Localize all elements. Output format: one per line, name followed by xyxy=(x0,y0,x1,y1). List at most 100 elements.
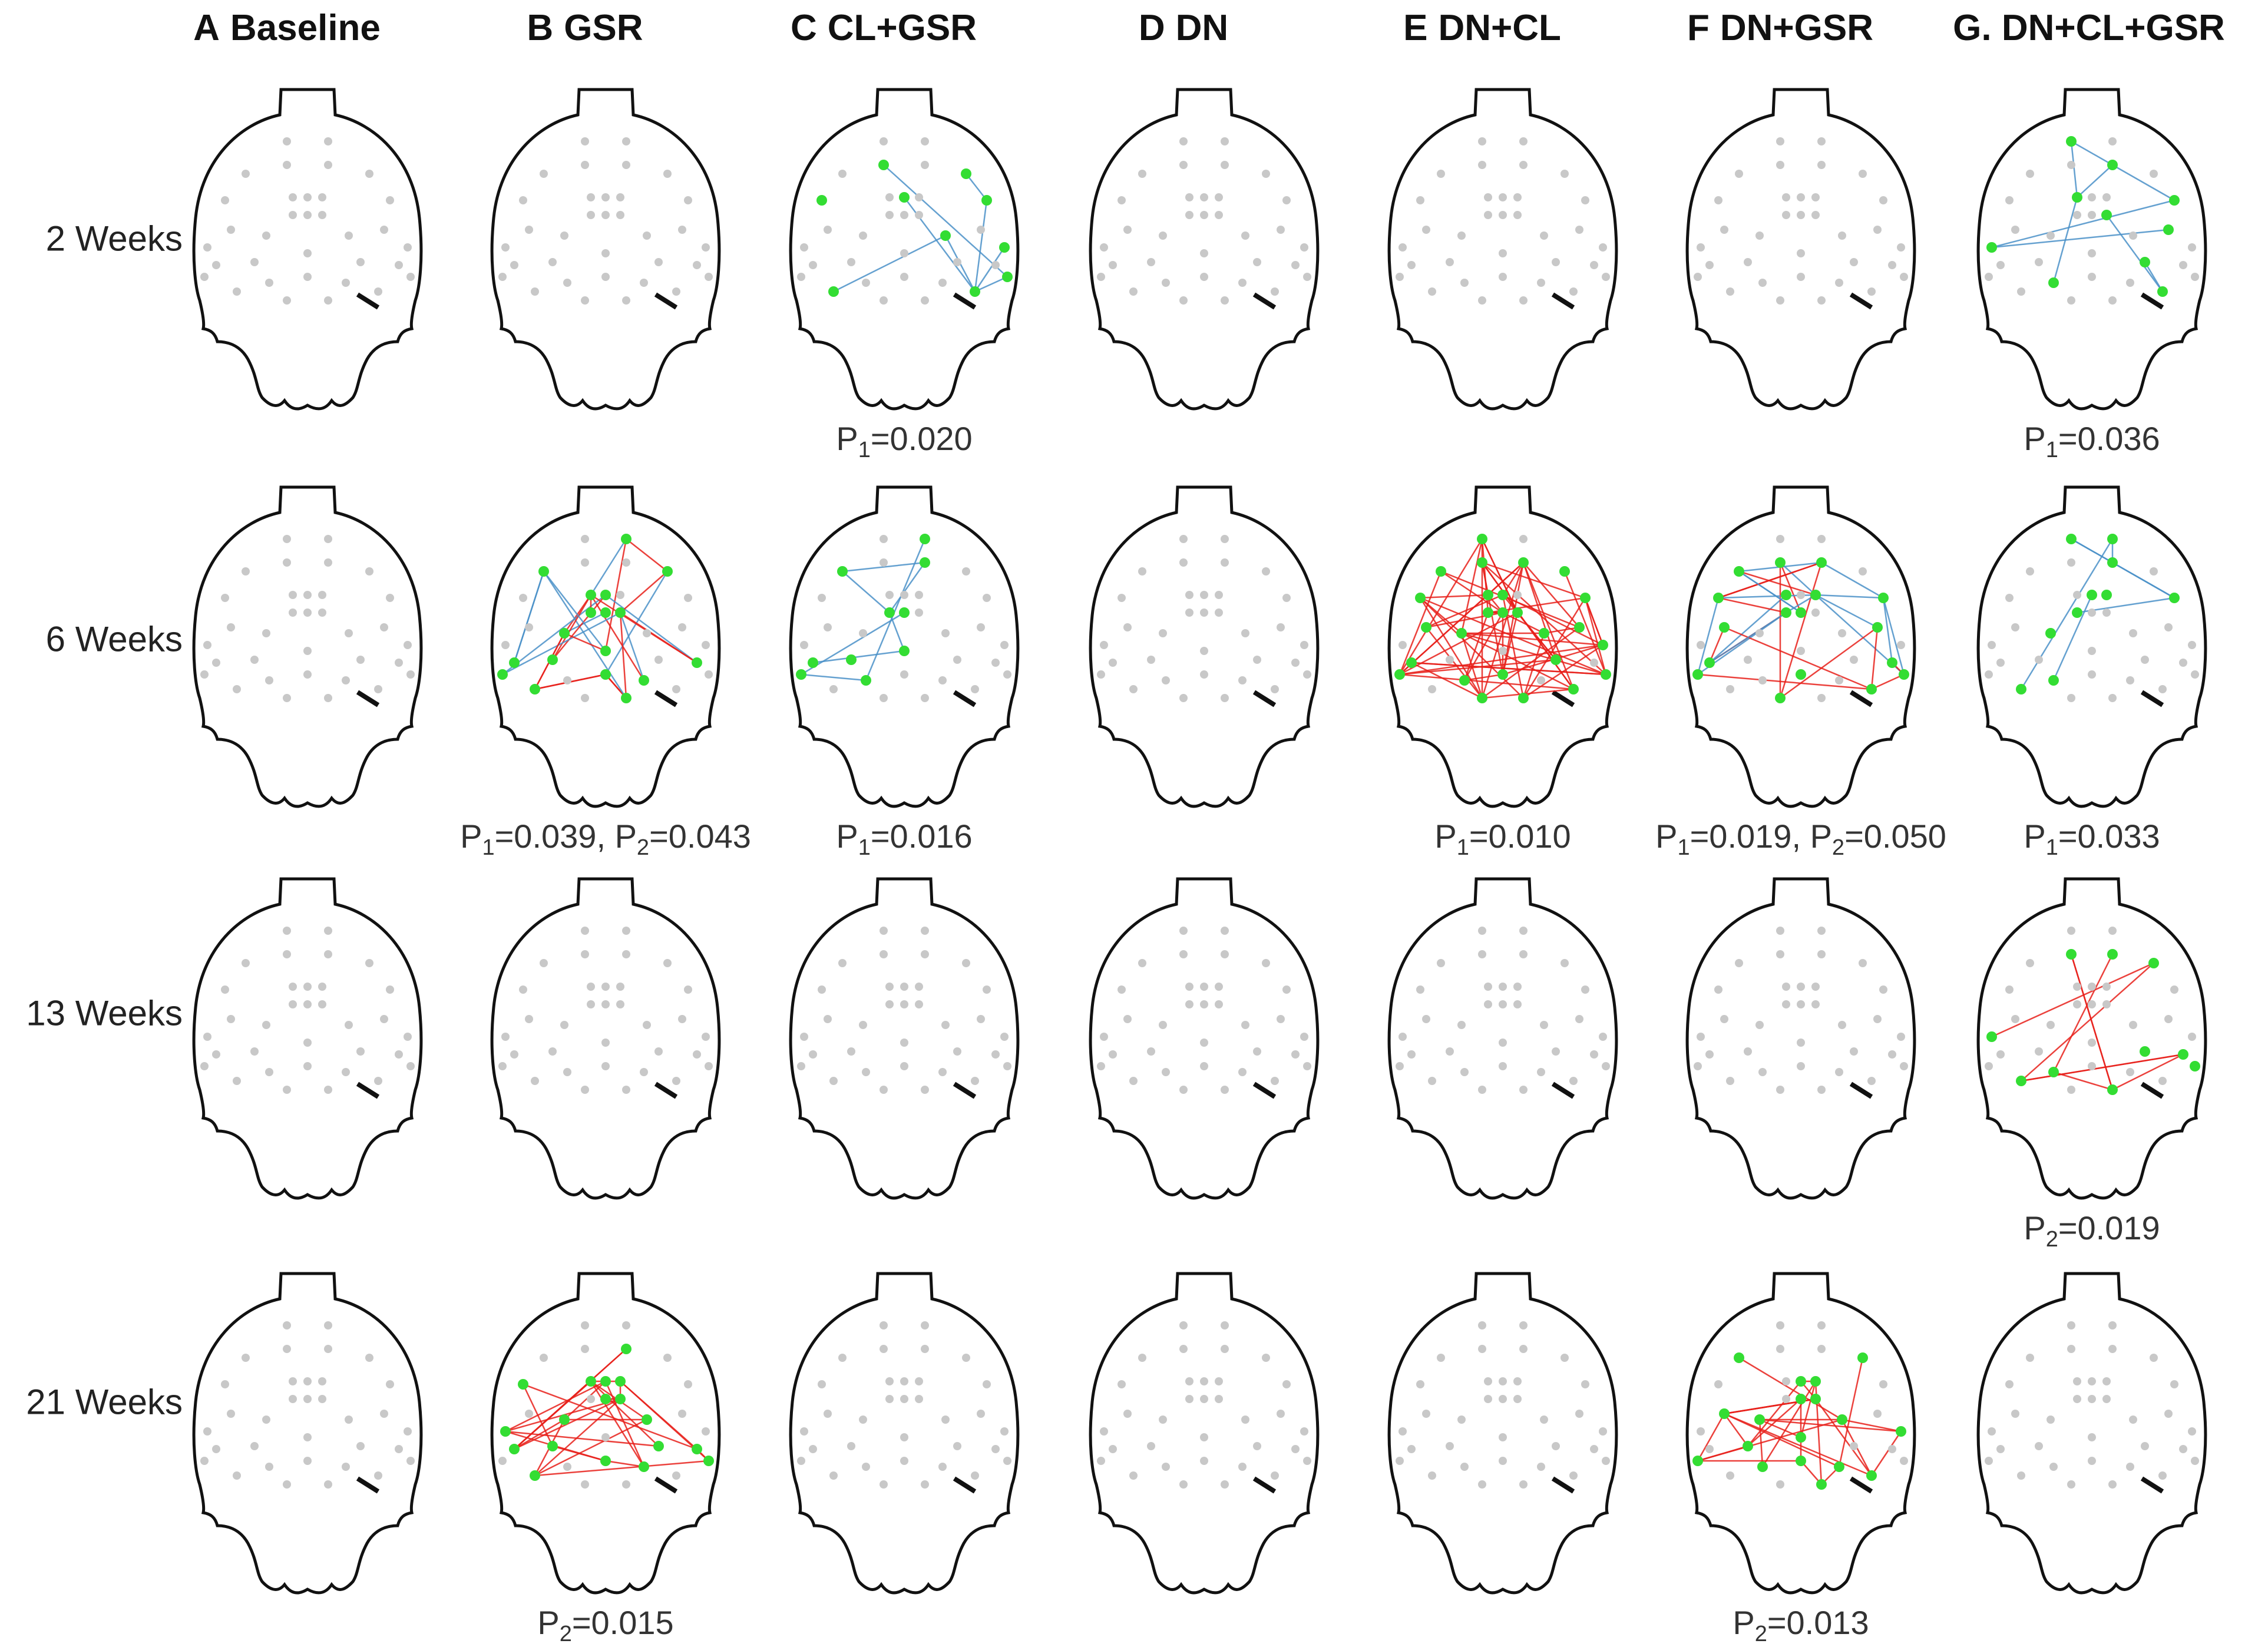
electrode-node xyxy=(1484,1377,1492,1385)
electrode-node xyxy=(1782,983,1790,991)
electrode-node-active xyxy=(1497,590,1508,600)
electrode-node xyxy=(1428,1471,1436,1480)
electrode-node xyxy=(283,137,291,145)
electrode-node xyxy=(1744,1047,1752,1056)
electrode-node xyxy=(1776,950,1784,958)
electrode-node xyxy=(1797,273,1805,281)
brain-outline xyxy=(1976,1272,2207,1595)
electrode-node xyxy=(797,273,805,281)
electrode-node xyxy=(227,623,235,631)
electrode-node xyxy=(587,1000,595,1008)
electrode-node xyxy=(2126,1068,2134,1076)
electrode-node xyxy=(601,1039,610,1047)
brain-map xyxy=(1089,1272,1320,1595)
connectivity-edge xyxy=(1697,1418,1843,1462)
electrode-node-active xyxy=(1796,607,1806,618)
electrode-node-active xyxy=(2107,160,2118,170)
electrode-node xyxy=(501,1033,510,1041)
electrode-node xyxy=(2035,258,2043,266)
electrode-node xyxy=(1817,137,1826,145)
electrode-node xyxy=(1499,647,1507,655)
p-subscript: 1 xyxy=(1456,835,1469,861)
electrode-node xyxy=(498,1457,507,1465)
electrode-node xyxy=(1437,959,1445,967)
electrode-node xyxy=(1303,1457,1311,1465)
electrode-node xyxy=(581,694,589,702)
electrode-node xyxy=(2073,983,2081,991)
connectivity-edge xyxy=(833,234,946,293)
electrode-node xyxy=(581,1086,589,1094)
electrode-node xyxy=(1581,1380,1589,1388)
electrode-node-active xyxy=(970,286,980,297)
electrode-node xyxy=(1200,1000,1208,1008)
p-symbol: P xyxy=(537,1604,560,1641)
electrode-node xyxy=(2129,629,2137,637)
electrode-node xyxy=(1428,287,1436,296)
electrode-node xyxy=(2126,1463,2134,1471)
electrode-node xyxy=(1221,535,1229,543)
connectivity-edge xyxy=(1747,1381,1801,1447)
p-equals: = xyxy=(2058,818,2078,855)
brain-map xyxy=(1089,485,1320,808)
connectivity-edge xyxy=(2021,963,2154,1082)
connectivity-edge xyxy=(1584,597,1607,675)
electrode-node xyxy=(800,243,808,252)
electrode-node xyxy=(1726,1471,1734,1480)
electrode-node xyxy=(587,1395,595,1403)
electrode-node xyxy=(1300,243,1308,252)
electrode-node xyxy=(563,676,571,684)
electrode-node xyxy=(2088,1457,2096,1465)
electrode-node xyxy=(324,950,332,958)
electrode-node xyxy=(915,1395,923,1403)
brain-outline xyxy=(192,877,423,1200)
electrode-node-active xyxy=(2140,257,2150,267)
brain-outline xyxy=(1976,877,2207,1200)
electrode-node xyxy=(1811,193,1820,201)
electrode-node xyxy=(2067,558,2075,567)
electrode-node xyxy=(2067,1321,2075,1329)
electrode-node xyxy=(705,273,713,281)
electrode-node xyxy=(262,629,270,637)
p-value-label: P2=0.013 xyxy=(1733,1603,1869,1647)
electrode-node xyxy=(1478,1345,1486,1353)
connectivity-edge xyxy=(514,1398,621,1450)
electrode-node xyxy=(622,558,630,567)
electrode-node xyxy=(1811,211,1820,219)
electrode-node xyxy=(977,1410,985,1418)
electrode-node xyxy=(1484,1395,1492,1403)
electrode-node xyxy=(200,1062,209,1070)
electrode-node xyxy=(324,296,332,305)
electrode-node xyxy=(1519,161,1528,169)
electrode-node xyxy=(900,591,908,599)
electrode-node xyxy=(705,670,713,679)
electrode-node xyxy=(265,1068,273,1076)
electrode-node xyxy=(1782,1377,1790,1385)
connectivity-edge xyxy=(1991,962,2154,1038)
electrode-node xyxy=(303,670,312,679)
electrode-node xyxy=(1396,273,1404,281)
electrode-node xyxy=(525,226,533,234)
electrode-node xyxy=(1282,594,1291,602)
electrode-node xyxy=(1179,137,1188,145)
connectivity-edge xyxy=(523,1383,697,1450)
connectivity-edge xyxy=(1460,538,1483,634)
electrode-node xyxy=(1561,1354,1569,1362)
electrode-node xyxy=(345,1416,353,1424)
connectivity-edge xyxy=(1718,561,1822,599)
electrode-node-active xyxy=(1550,654,1561,665)
p-symbol: P xyxy=(614,818,637,855)
brain-map xyxy=(490,877,721,1200)
electrode-node-active xyxy=(2048,675,2059,686)
p-symbol: P xyxy=(2024,1209,2046,1246)
connectivity-edge xyxy=(1399,562,1524,675)
brain-map xyxy=(1685,877,1916,1200)
electrode-node xyxy=(880,927,888,935)
electrode-node xyxy=(1776,137,1784,145)
electrode-node xyxy=(1499,1000,1507,1008)
reference-marker xyxy=(1849,292,1873,310)
electrode-node-active xyxy=(621,534,632,544)
connectivity-edge xyxy=(1420,594,1489,599)
connectivity-edge xyxy=(2021,1053,2184,1082)
electrode-node xyxy=(2017,287,2025,296)
electrode-node xyxy=(2158,1077,2167,1085)
